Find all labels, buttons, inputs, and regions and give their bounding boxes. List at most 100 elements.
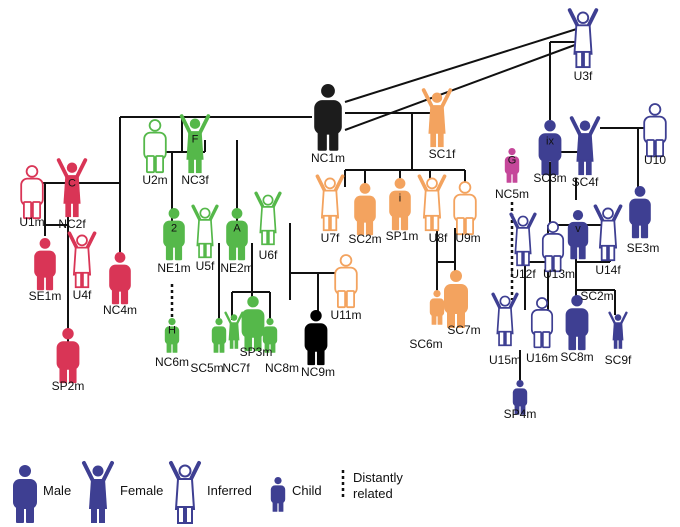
individual-label: NC4m xyxy=(103,303,137,317)
legend-label: Male xyxy=(43,483,71,498)
individual-ne1m: 2 xyxy=(163,208,185,261)
individual-u6f xyxy=(254,191,282,246)
individual-label: U12f xyxy=(510,267,536,281)
individual-label: SC6m xyxy=(409,337,442,351)
individual-nc1m xyxy=(314,84,342,151)
individual-sc2m-o xyxy=(354,183,376,236)
individuals: C F 2 A Hi Gix v xyxy=(20,8,667,415)
individual-v-child: v xyxy=(567,210,589,260)
individual-label: SP1m xyxy=(386,229,419,243)
individual-sc1f xyxy=(421,88,453,148)
individual-label: SC1f xyxy=(429,147,456,161)
individual-label: U5f xyxy=(196,259,215,273)
legend-label: Female xyxy=(120,483,163,498)
individual-label: SC3m xyxy=(533,171,566,185)
individual-label: NC2f xyxy=(58,217,86,231)
individual-sp4m xyxy=(512,380,528,415)
individual-sc4f xyxy=(569,116,601,176)
individual-ne2m: A xyxy=(226,208,248,261)
legend-label: Inferred xyxy=(207,483,252,498)
individual-sc3m: ix xyxy=(538,120,562,176)
individual-sp1m: i xyxy=(389,178,411,231)
individual-label: SP2m xyxy=(52,379,85,393)
individual-label: U9m xyxy=(455,231,480,245)
kinship-edges xyxy=(32,26,656,382)
legend-label: Distantly xyxy=(353,470,403,485)
individual-label: SP3m xyxy=(240,345,273,359)
individual-nc6m: H xyxy=(164,318,180,353)
individual-sc5m xyxy=(211,318,227,353)
individual-label: U16m xyxy=(526,351,558,365)
individual-sc7m xyxy=(444,270,468,328)
individual-label: NE2m xyxy=(220,261,253,275)
individual-u8f xyxy=(417,174,447,232)
individual-glyph: A xyxy=(233,222,241,234)
individual-u14f xyxy=(593,204,623,262)
individual-glyph: G xyxy=(508,155,517,167)
individual-label: U10 xyxy=(644,153,666,167)
individual-label: U15m xyxy=(489,353,521,367)
individual-u4f xyxy=(67,231,97,289)
individual-label: NC3f xyxy=(181,173,209,187)
individual-u16m xyxy=(530,297,554,349)
individual-sp2m xyxy=(56,328,80,384)
individual-label: NE1m xyxy=(157,261,190,275)
legend-inferred: Inferred xyxy=(169,461,252,524)
individual-sc6m xyxy=(429,290,445,325)
legend-male: Male xyxy=(13,465,71,523)
individual-u10 xyxy=(643,103,667,158)
legend-child: Child xyxy=(270,477,322,512)
individual-glyph: C xyxy=(68,178,76,190)
individual-label: U11m xyxy=(330,308,361,322)
individual-label: SC4f xyxy=(572,175,599,189)
individual-label: SP4m xyxy=(504,407,537,421)
individual-glyph: H xyxy=(168,325,176,337)
individual-nc2f: C xyxy=(56,158,88,218)
individual-u2m xyxy=(143,119,167,174)
individual-glyph: i xyxy=(399,192,401,204)
individual-glyph: F xyxy=(192,134,199,146)
individual-u5f xyxy=(191,204,219,259)
individual-label: NC1m xyxy=(311,151,345,165)
individual-label: SC8m xyxy=(560,350,593,364)
individual-label: NC8m xyxy=(265,361,299,375)
individual-nc5m: G xyxy=(504,148,520,183)
individual-label: SC2m xyxy=(580,289,613,303)
individual-label: NC6m xyxy=(155,355,189,369)
individual-u3f xyxy=(567,8,599,69)
individual-label: SC9f xyxy=(605,353,632,367)
individual-u1m xyxy=(20,165,44,220)
individual-glyph: 2 xyxy=(171,222,177,234)
individual-label: SE1m xyxy=(29,289,62,303)
individual-label: U1m xyxy=(19,215,44,229)
legend-label: Child xyxy=(292,483,322,498)
individual-glyph: ix xyxy=(546,136,554,148)
individual-nc7f xyxy=(224,311,244,349)
individual-label: SC5m xyxy=(190,361,223,375)
individual-nc3f: F xyxy=(179,114,211,174)
individual-u13m xyxy=(541,221,565,273)
individual-label: SE3m xyxy=(627,241,660,255)
individual-sc9f xyxy=(608,311,628,349)
individual-u15m xyxy=(491,292,519,347)
individual-label: SC2m xyxy=(348,232,381,246)
individual-label: U6f xyxy=(259,248,278,262)
individual-glyph: v xyxy=(575,223,581,235)
individual-label: U2m xyxy=(142,173,167,187)
individual-nc8m xyxy=(262,318,278,353)
individual-label: U8f xyxy=(429,231,448,245)
individual-label: NC5m xyxy=(495,187,529,201)
individual-u7f xyxy=(315,174,345,232)
individual-sc8m xyxy=(565,295,589,351)
individual-label: U14f xyxy=(595,263,621,277)
legend-female: Female xyxy=(82,461,163,523)
individual-nc9m xyxy=(304,310,328,366)
individual-u11m xyxy=(334,254,358,309)
individual-nc4m xyxy=(109,252,131,305)
individual-label: NC9m xyxy=(301,365,335,379)
individual-label: NC7f xyxy=(222,361,250,375)
